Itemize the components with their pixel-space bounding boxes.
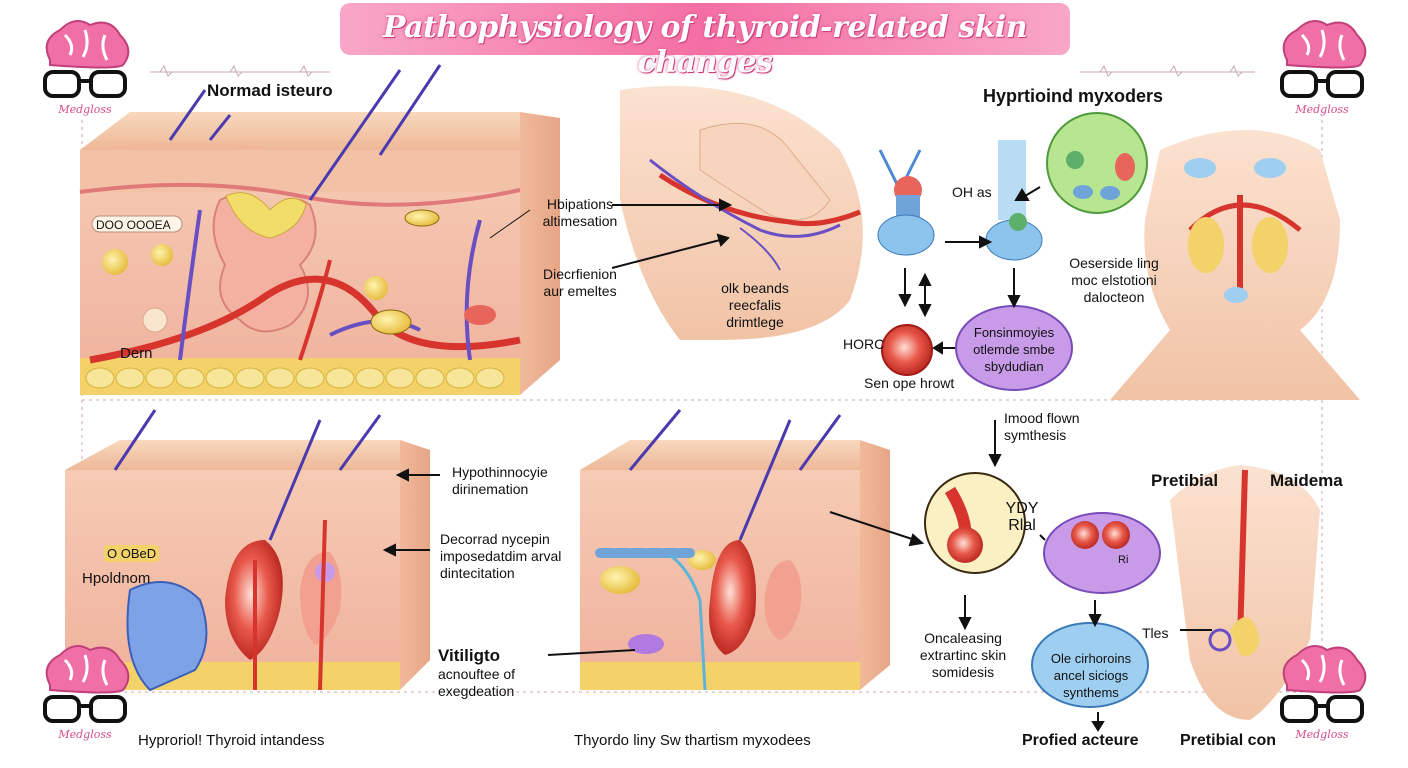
- label-vitiligo: Vitiligto: [438, 646, 501, 665]
- brand-label-bottom-right: Medgloss: [1295, 728, 1349, 741]
- normal-skin-block: [79, 64, 560, 395]
- label-sen-ope: Sen ope hrowt: [864, 375, 955, 391]
- label-horc: HORC: [843, 336, 885, 352]
- caption-hypo: Hyproriol! Thyroid intandess: [138, 732, 325, 749]
- label-decorrad: Decorrad nycepin imposedatdim arval dint…: [440, 531, 562, 581]
- caption-pretibial: Pretibial con: [1180, 732, 1277, 749]
- label-maidema: Maidema: [1270, 471, 1343, 490]
- label-hbipations: Hbipations altimesation: [542, 196, 618, 229]
- leg-illustration: [1170, 465, 1320, 720]
- brain-glasses-logo-icon: [43, 645, 130, 723]
- label-diecrfienion: Diecrfienion aur emeltes: [543, 266, 617, 299]
- brain-glasses-logo-icon: [1280, 20, 1367, 98]
- label-pretibial: Pretibial: [1151, 471, 1219, 490]
- label-ole-chroins: Ole cirhoroins ancel siciogs synthems: [1050, 651, 1132, 700]
- label-hyperthyroid-myx: Hyprtioind myxoders: [983, 86, 1164, 106]
- label-acnouftee: acnouftee of exegdeation: [438, 666, 516, 699]
- brain-glasses-logo-icon: [43, 20, 130, 98]
- label-o-obed: O OBeD: [104, 545, 160, 562]
- label-hpoldnom: Hpoldnom: [82, 570, 151, 587]
- label-dot-codes: DOO OOOEA: [96, 218, 171, 232]
- label-normal-skin: Normad isteuro: [207, 81, 333, 100]
- caption-profied: Profied acteure: [1022, 732, 1139, 749]
- label-imood: Imood flown symthesis: [1004, 410, 1080, 443]
- label-ri: Ri: [1118, 554, 1129, 566]
- label-oncaleasing: Oncaleasing extrartinc skin somidesis: [919, 630, 1007, 680]
- label-olk-beands: olk beands reecfalis drimtlege: [721, 280, 789, 330]
- neck-illustration: [1110, 130, 1360, 400]
- lower-flow-cells: [924, 472, 1161, 708]
- label-dern: Dern: [120, 345, 153, 362]
- myxedema-skin-block: [580, 409, 890, 691]
- label-fonsinmoyies: Fonsinmoyies otlemde smbe sbydudian: [973, 325, 1055, 374]
- skin-surface-illustration: [620, 86, 863, 340]
- page-title: Pathophysiology of thyroid-related skin …: [382, 10, 1028, 80]
- title-banner: [340, 3, 1070, 55]
- label-oh-as: OH as: [952, 184, 992, 200]
- brand-label-bottom-left: Medgloss: [58, 728, 112, 741]
- label-ydy: YDY Rlal: [1005, 500, 1039, 534]
- arrows: [382, 186, 1212, 732]
- label-tles: Tles: [1142, 625, 1169, 641]
- label-hypothinnocyie: Hypothinnocyie dirinemation: [452, 464, 548, 497]
- flow-cells: [877, 112, 1148, 391]
- brand-label-top-right: Medgloss: [1295, 103, 1349, 116]
- label-oserside: Oeserside ling moc elstotioni dalocteon: [1069, 255, 1159, 305]
- brain-glasses-logo-icon: [1280, 645, 1367, 723]
- caption-thyro: Thyordo liny Sw thartism myxodees: [574, 732, 811, 749]
- brand-label-top-left: Medgloss: [58, 103, 112, 116]
